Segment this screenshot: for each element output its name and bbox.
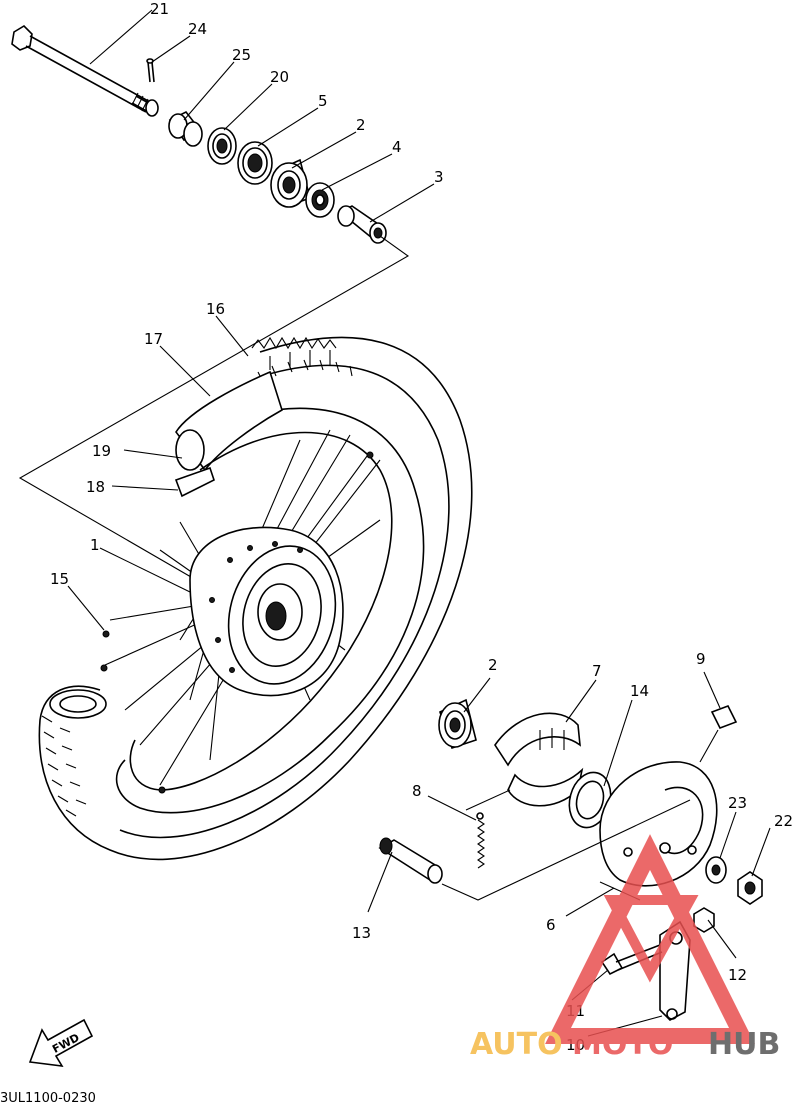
label-13: 13 (352, 924, 371, 942)
label-20: 20 (270, 68, 289, 86)
label-15: 15 (50, 570, 69, 588)
axle-guide-line (18, 235, 410, 589)
label-2-top: 2 (356, 116, 366, 134)
watermark: AUTO MOTO HUB (470, 834, 780, 1062)
label-25: 25 (232, 46, 251, 64)
bearing-part-2-lower (438, 698, 477, 750)
cap-part (710, 704, 738, 730)
brake-assembly (378, 698, 763, 1021)
label-24: 24 (188, 20, 207, 38)
spoke-nipple-part (100, 451, 374, 794)
oil-seal-part (207, 127, 237, 165)
fwd-arrow: FWD (28, 1018, 94, 1067)
label-14: 14 (630, 682, 649, 700)
label-6: 6 (546, 916, 556, 934)
label-7: 7 (592, 662, 602, 680)
label-1: 1 (90, 536, 100, 554)
axle-assembly (11, 24, 410, 589)
brake-guide-line (441, 729, 719, 901)
cotter-pin-part (146, 58, 155, 83)
label-8: 8 (412, 782, 422, 800)
drawing-code: 3UL1100-0230 (0, 1091, 96, 1106)
spacer-part (337, 205, 387, 244)
watermark-auto: AUTO (470, 1027, 563, 1062)
label-16: 16 (206, 300, 225, 318)
rim-band-part (174, 466, 215, 498)
label-9: 9 (696, 650, 706, 668)
brake-shoe-part (494, 712, 584, 807)
collar-part (168, 110, 203, 147)
washer-part (705, 856, 727, 884)
brake-spring-part (476, 812, 485, 869)
watermark-triangle-logo (545, 834, 755, 1044)
label-21: 21 (150, 0, 169, 18)
axle-part (11, 24, 159, 117)
brake-seal-part (568, 771, 612, 829)
tire-part (38, 336, 473, 861)
label-4: 4 (392, 138, 402, 156)
label-19: 19 (92, 442, 111, 460)
wheel-assembly (38, 336, 473, 861)
brake-panel-part (599, 761, 718, 887)
tube-part (175, 370, 283, 472)
hub-part (189, 526, 344, 697)
label-5: 5 (318, 92, 328, 110)
label-18: 18 (86, 478, 105, 496)
watermark-hub: HUB (708, 1027, 780, 1062)
label-17: 17 (144, 330, 163, 348)
brake-cam-part (378, 837, 443, 884)
watermark-moto: MOTO (572, 1027, 673, 1062)
label-23: 23 (728, 794, 747, 812)
oil-seal-part-4 (305, 182, 335, 218)
label-12: 12 (728, 966, 747, 984)
bearing-part-2-top (270, 158, 311, 208)
label-3: 3 (434, 168, 444, 186)
axle-nut-part (737, 871, 763, 905)
bearing-part-5 (237, 141, 273, 185)
label-22: 22 (774, 812, 793, 830)
label-2-lower: 2 (488, 656, 498, 674)
